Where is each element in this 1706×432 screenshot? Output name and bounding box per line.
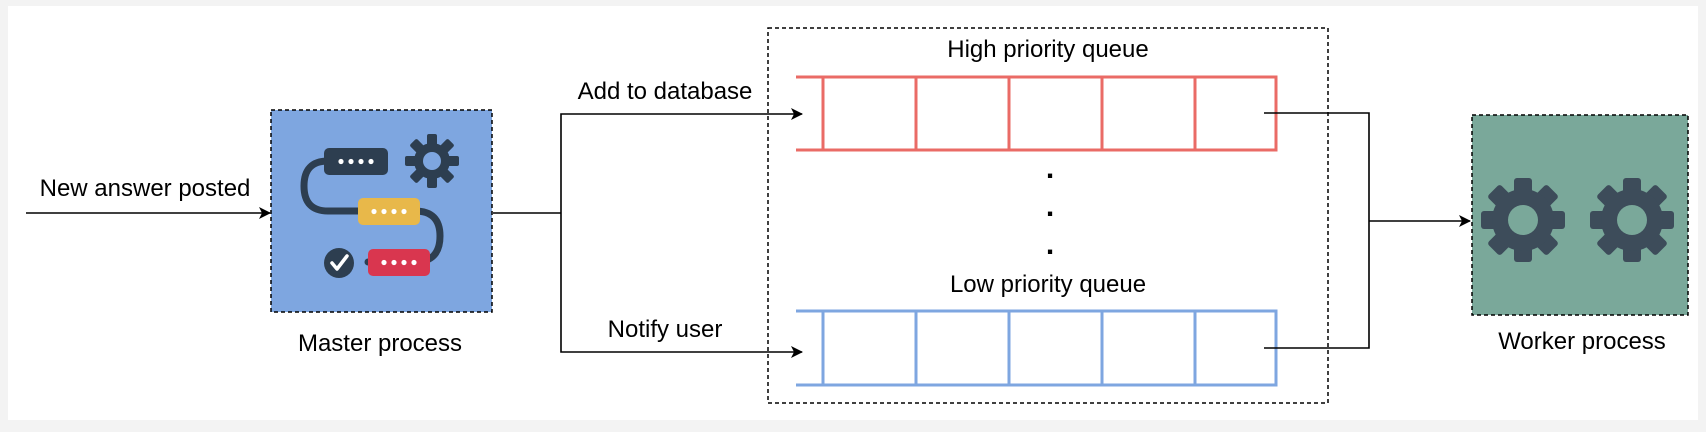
queue-container xyxy=(767,27,1329,404)
low-priority-queue xyxy=(796,309,1278,387)
arrow-to-low-queue xyxy=(560,213,803,358)
high-priority-queue xyxy=(796,75,1278,152)
ellipsis-dot: . xyxy=(1046,228,1054,261)
high-queue-label: High priority queue xyxy=(947,36,1148,63)
ellipsis-dot: . xyxy=(1046,190,1054,223)
gears-icon xyxy=(1481,178,1674,262)
worker-process-box xyxy=(1471,114,1689,316)
connector-high-queue-out xyxy=(1264,112,1370,349)
queue-outline xyxy=(796,75,1278,152)
master-process-box xyxy=(270,109,493,313)
arrow-to-high-queue xyxy=(560,108,803,213)
queue-outline xyxy=(796,309,1278,387)
ellipsis-dot: . xyxy=(1046,152,1054,185)
worker-process-label: Worker process xyxy=(1498,328,1666,355)
input-label: New answer posted xyxy=(40,175,251,202)
master-process-label: Master process xyxy=(298,330,462,357)
low-queue-label: Low priority queue xyxy=(950,271,1146,298)
branch-top-label: Add to database xyxy=(578,78,753,105)
diagram-svg: New answer posted xyxy=(26,27,1689,404)
branch-bottom-label: Notify user xyxy=(608,316,723,343)
diagram-canvas: New answer posted xyxy=(8,6,1698,420)
workflow-icon xyxy=(300,134,459,278)
